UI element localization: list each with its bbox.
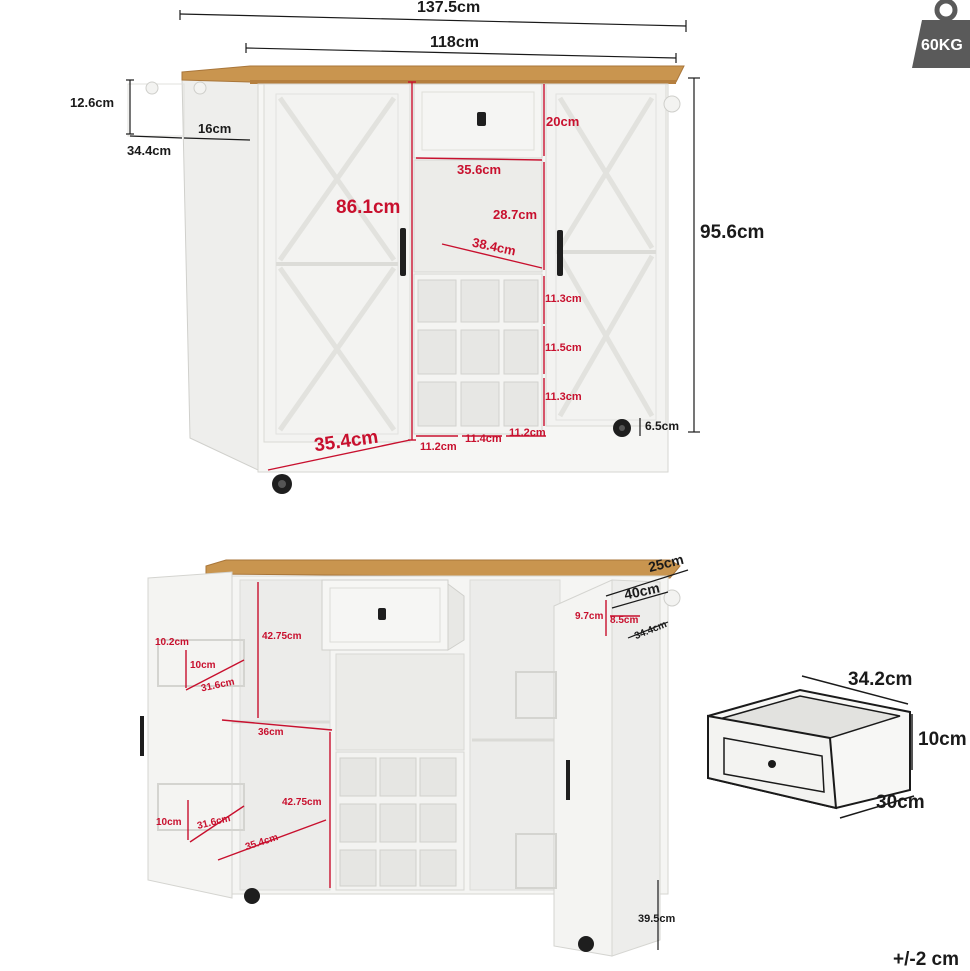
drawer-depth-dim-label: 30cm: [876, 792, 925, 813]
wine-row-2-label: 11.5cm: [545, 342, 582, 354]
drawer-width-dim-label: 34.2cm: [848, 669, 913, 690]
side-depth-label: 34.4cm: [127, 143, 172, 158]
door-rack-depth-top-label: 10cm: [190, 660, 216, 671]
rack-width-label: 9.7cm: [575, 611, 604, 622]
tolerance-label: +/-2 cm: [893, 949, 960, 970]
towel-rack-height-label: 12.6cm: [70, 95, 115, 110]
front-view-cabinet: [127, 65, 685, 494]
weight-label: 60KG: [921, 37, 963, 54]
towel-rack-width-label: 16cm: [198, 121, 232, 136]
side-cabinet-depth-label: 39.5cm: [638, 913, 676, 925]
drawer-width-label: 35.6cm: [457, 162, 502, 177]
shelf-height-label: 28.7cm: [493, 207, 538, 222]
rack-depth-label: 8.5cm: [610, 615, 639, 626]
wine-col-2-label: 11.4cm: [465, 433, 502, 445]
door-rack-height-top-label: 10.2cm: [155, 637, 189, 648]
drawer-height-label: 20cm: [546, 114, 580, 129]
wine-col-1-label: 11.2cm: [420, 441, 457, 453]
wine-row-1-label: 11.3cm: [545, 293, 582, 305]
front-black-dimensions: [126, 10, 700, 436]
open-red-dimensions: [185, 582, 640, 888]
shelf-width-label: 36cm: [258, 727, 284, 738]
weight-icon: [912, 0, 970, 68]
wine-col-3-label: 11.2cm: [509, 427, 546, 439]
wine-row-3-label: 11.3cm: [545, 391, 582, 403]
drawer-detail: [707, 675, 915, 819]
upper-shelf-height-label: 42.75cm: [262, 631, 302, 642]
open-view-cabinet: [140, 559, 681, 957]
front-red-dimensions: [267, 81, 546, 471]
door-rack-height-bottom-label: 10cm: [156, 817, 182, 828]
open-black-dimensions: [605, 569, 689, 950]
total-width-label: 137.5cm: [417, 0, 481, 16]
top-width-label: 118cm: [430, 34, 479, 51]
drawer-height-dim-label: 10cm: [918, 729, 967, 750]
wheel-height-label: 6.5cm: [645, 419, 680, 433]
cabinet-height-label: 86.1cm: [336, 197, 401, 218]
total-height-label: 95.6cm: [700, 222, 765, 243]
wine-rack: [413, 273, 543, 435]
lower-shelf-height-label: 42.75cm: [282, 797, 322, 808]
